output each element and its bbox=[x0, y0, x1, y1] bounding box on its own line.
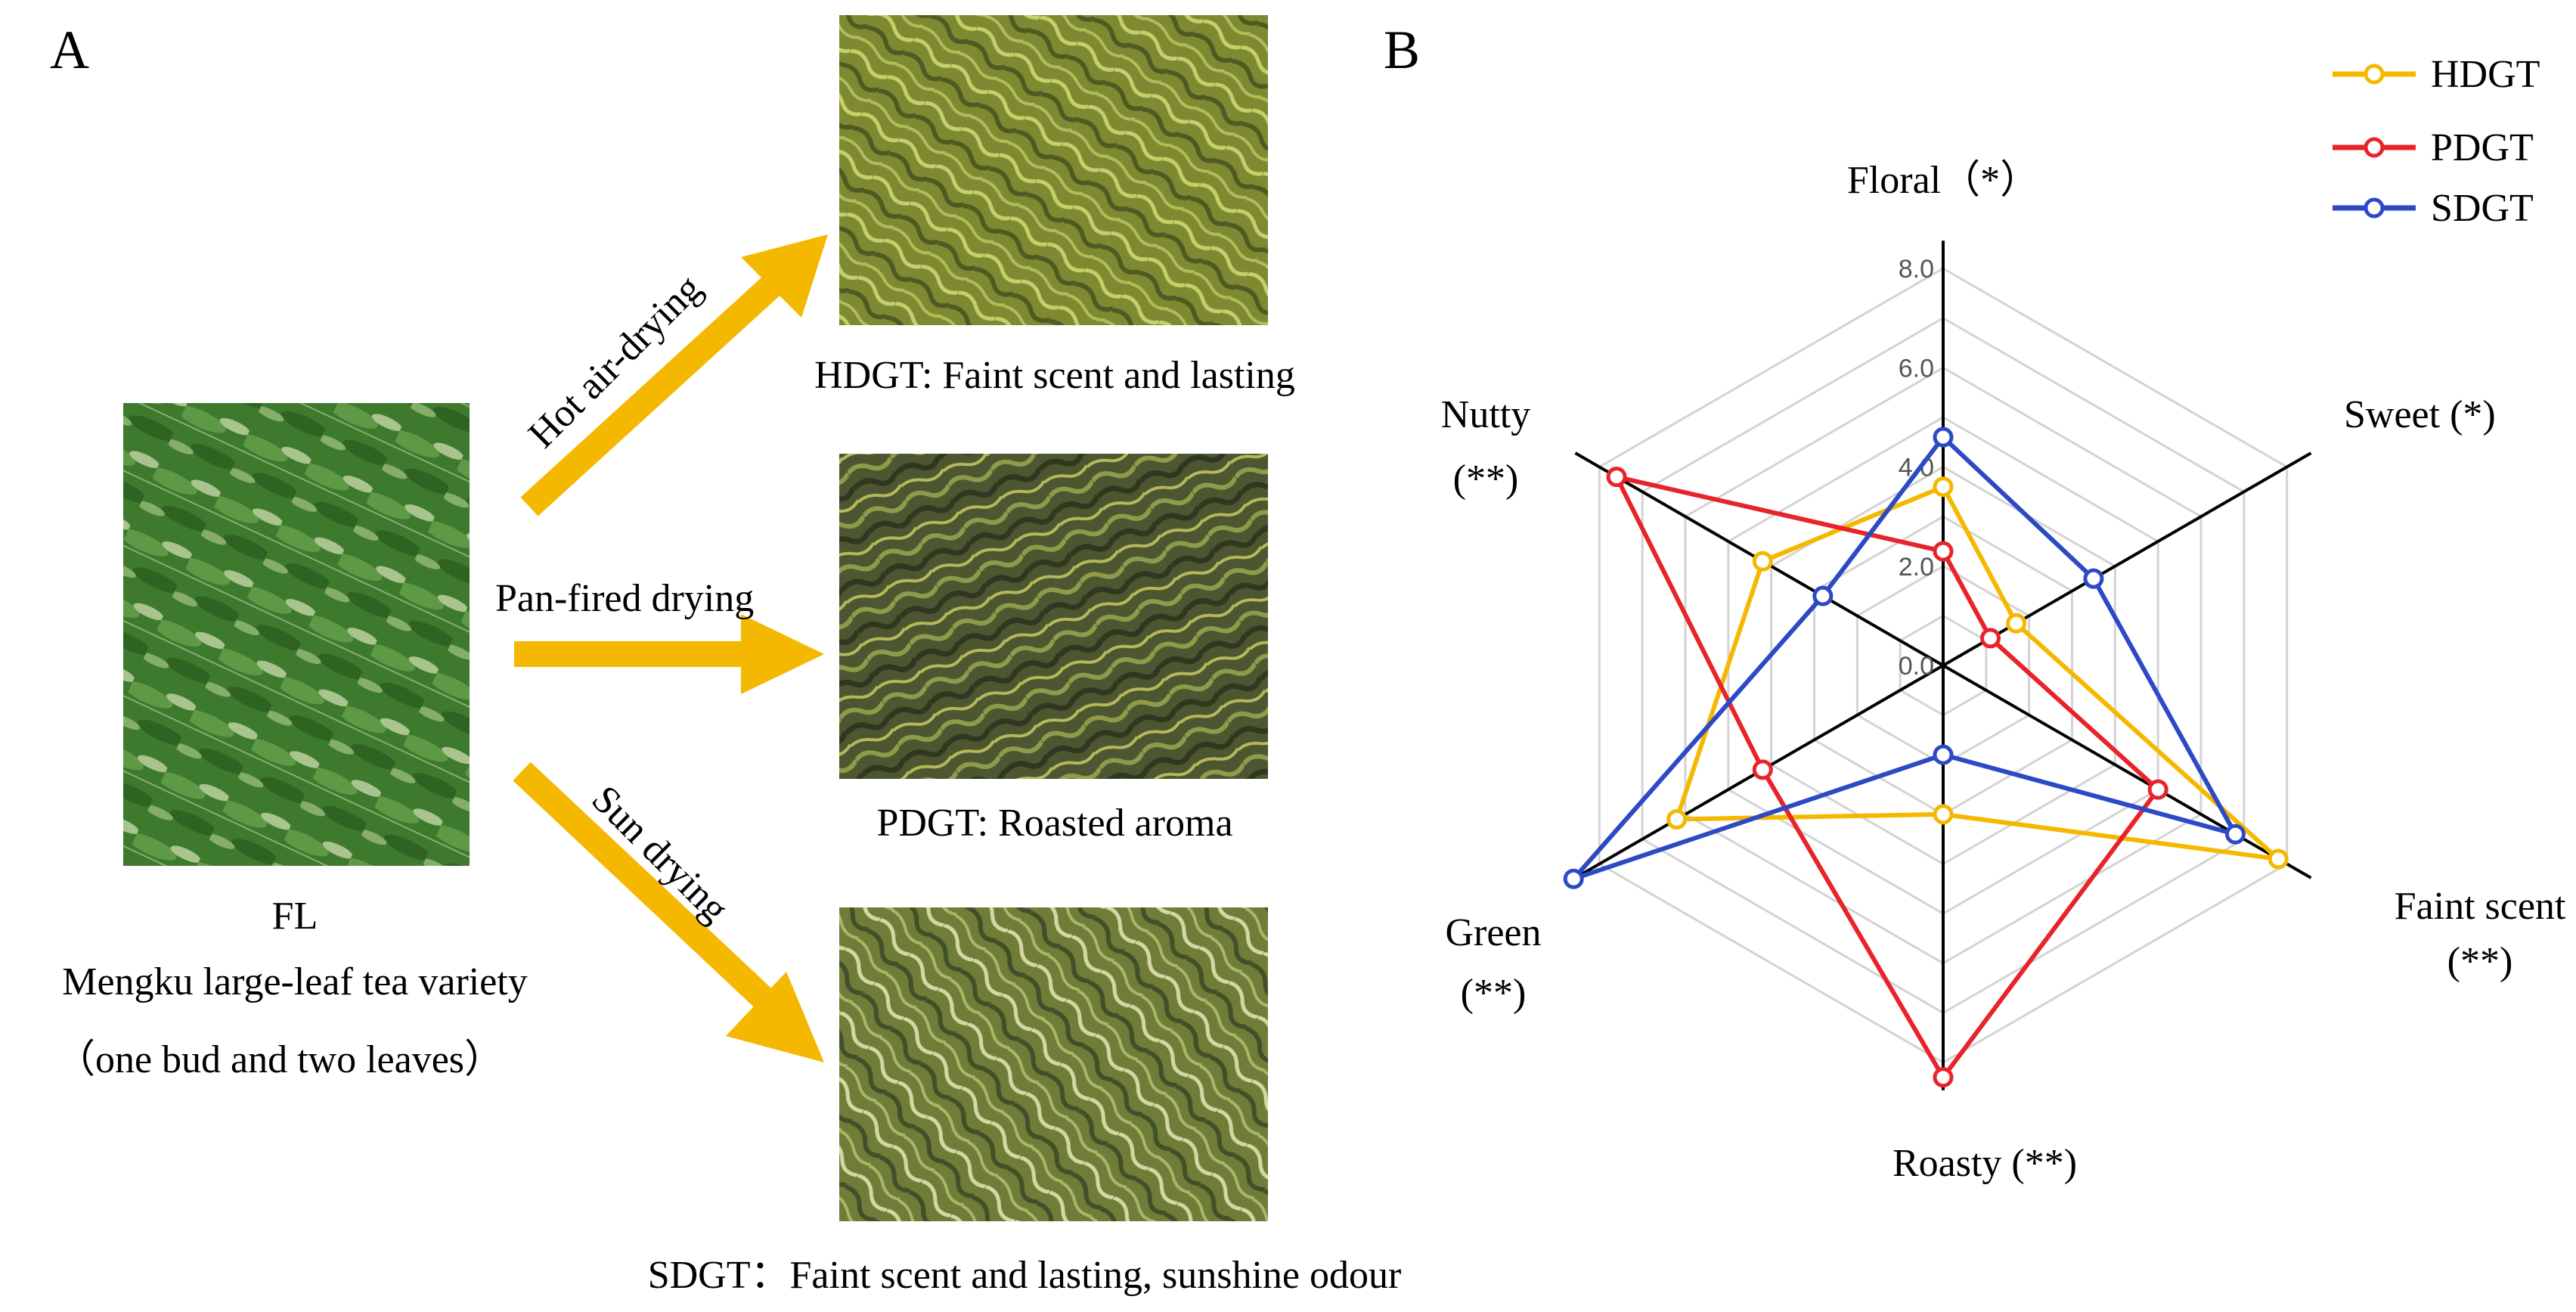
hdgt-photo bbox=[839, 15, 1268, 325]
panel-b-label: B bbox=[1384, 20, 1420, 80]
series-point bbox=[1563, 868, 1584, 889]
series-point bbox=[1812, 585, 1834, 606]
axis-line bbox=[1942, 664, 2312, 879]
process-pan-fired: Pan-fired drying bbox=[495, 577, 754, 620]
sdgt-caption: SDGT：Faint scent and lasting, sunshine o… bbox=[648, 1254, 1402, 1297]
tick-label: 8.0 bbox=[1899, 255, 1934, 284]
legend-item-sdgt: SDGT bbox=[2333, 187, 2534, 230]
axis-label: Floral（*） bbox=[1847, 159, 2039, 202]
series-point bbox=[1933, 804, 1954, 825]
hdgt-caption: HDGT: Faint scent and lasting bbox=[814, 354, 1295, 397]
panel-a-label: A bbox=[50, 20, 89, 80]
radar-chart: 8.06.04.02.00.0 Floral（*）Sweet (*)Faint … bbox=[1441, 159, 2566, 1185]
radar-ticks: 8.06.04.02.00.0 bbox=[1899, 255, 1934, 681]
legend: HDGT PDGT SDGT bbox=[2333, 53, 2540, 230]
series-point bbox=[1933, 426, 1954, 448]
series-point bbox=[2224, 823, 2246, 845]
tick-label: 0.0 bbox=[1899, 652, 1934, 681]
source-variety: Mengku large-leaf tea variety bbox=[62, 960, 528, 1003]
legend-item-pdgt: PDGT bbox=[2333, 126, 2534, 169]
axis-label: (**) bbox=[1461, 972, 1527, 1015]
axis-label: Roasty (**) bbox=[1892, 1142, 2077, 1185]
series-pdgt bbox=[1606, 467, 2168, 1088]
legend-label-pdgt: PDGT bbox=[2431, 126, 2534, 169]
series-point bbox=[1933, 476, 1954, 498]
pdgt-caption: PDGT: Roasted aroma bbox=[876, 802, 1232, 845]
arrow-hot-air bbox=[520, 234, 828, 516]
tick-label: 2.0 bbox=[1899, 553, 1934, 582]
arrow-sun bbox=[513, 761, 824, 1062]
radar-series bbox=[1563, 426, 2289, 1088]
series-point bbox=[1752, 551, 1773, 572]
series-sdgt bbox=[1563, 426, 2246, 889]
axis-line bbox=[1942, 451, 2312, 667]
series-point bbox=[1933, 541, 1954, 562]
series-point bbox=[1933, 1067, 1954, 1088]
series-hdgt bbox=[1666, 476, 2289, 870]
legend-item-hdgt: HDGT bbox=[2333, 53, 2540, 96]
source-description: （one bud and two leaves） bbox=[56, 1038, 504, 1081]
legend-label-sdgt: SDGT bbox=[2431, 187, 2534, 230]
axis-label: Faint scent bbox=[2395, 885, 2566, 928]
series-point bbox=[2268, 848, 2289, 870]
pdgt-photo bbox=[839, 454, 1268, 779]
tick-label: 6.0 bbox=[1899, 354, 1934, 383]
arrow-pan-fired bbox=[514, 614, 824, 694]
axis-label: Green bbox=[1445, 911, 1541, 954]
series-point bbox=[2147, 779, 2168, 800]
series-point bbox=[1606, 467, 1627, 488]
axis-label: (**) bbox=[1453, 457, 1519, 501]
sdgt-photo bbox=[839, 907, 1268, 1221]
series-point bbox=[1933, 744, 1954, 765]
series-point bbox=[1752, 759, 1773, 780]
series-point bbox=[2006, 613, 2027, 634]
source-label: FL bbox=[272, 895, 318, 938]
series-point bbox=[2083, 568, 2104, 589]
legend-label-hdgt: HDGT bbox=[2431, 53, 2540, 96]
radar-axis-labels: Floral（*） Sweet (*) Faint scent (**) Roasty … bbox=[1441, 159, 2566, 1185]
series-point bbox=[1666, 808, 1688, 830]
series-point bbox=[1980, 628, 2001, 649]
fresh-leaf-photo bbox=[123, 403, 470, 866]
axis-label: Sweet (*) bbox=[2344, 393, 2496, 436]
axis-label: Nutty bbox=[1441, 393, 1530, 436]
series-line bbox=[1674, 484, 2281, 861]
axis-label: (**) bbox=[2447, 940, 2513, 983]
series-line bbox=[1614, 474, 2161, 1080]
